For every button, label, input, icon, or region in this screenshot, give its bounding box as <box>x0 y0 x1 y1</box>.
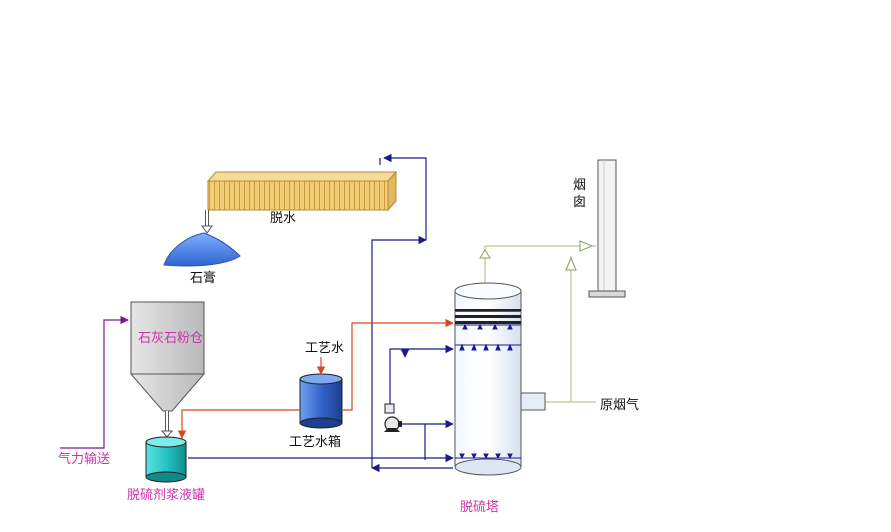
dewatering-belt <box>206 170 398 212</box>
process-water-lines <box>177 318 454 439</box>
pneumatic-conveying-line <box>60 315 129 449</box>
limestone-silo <box>129 301 206 412</box>
chimney-label-line1: 烟 <box>573 178 586 193</box>
dewatering-discharge-arrow <box>201 210 213 234</box>
pneumatic-conveying-label: 气力输送 <box>58 451 110 467</box>
spray-nozzle-icon <box>455 323 521 460</box>
slurry-to-dewatering-line <box>371 153 427 468</box>
silo-discharge-arrow <box>160 411 174 438</box>
mist-eliminator <box>455 309 521 324</box>
gypsum-pile <box>163 232 241 267</box>
absorber-tower <box>454 282 546 476</box>
process-water-tank <box>299 373 343 429</box>
raw-flue-gas-label: 原烟气 <box>600 397 639 413</box>
dewatering-label: 脱水 <box>270 211 296 226</box>
clean-gas-line <box>479 240 596 283</box>
gypsum-label: 石膏 <box>190 270 216 286</box>
pump-icon <box>384 403 402 432</box>
process-water-tank-label: 工艺水箱 <box>289 434 341 450</box>
slurry-tank <box>145 436 187 483</box>
chimney-label-line2: 囱 <box>573 195 586 210</box>
process-water-label: 工艺水 <box>305 341 344 356</box>
raw-flue-gas-line <box>545 256 596 403</box>
absorber-tower-label: 脱硫塔 <box>460 500 499 515</box>
recirculation-lines <box>188 344 454 473</box>
limestone-silo-label: 石灰石粉仓 <box>138 331 203 346</box>
chimney <box>588 159 626 298</box>
slurry-tank-label: 脱硫剂浆液罐 <box>127 488 205 503</box>
